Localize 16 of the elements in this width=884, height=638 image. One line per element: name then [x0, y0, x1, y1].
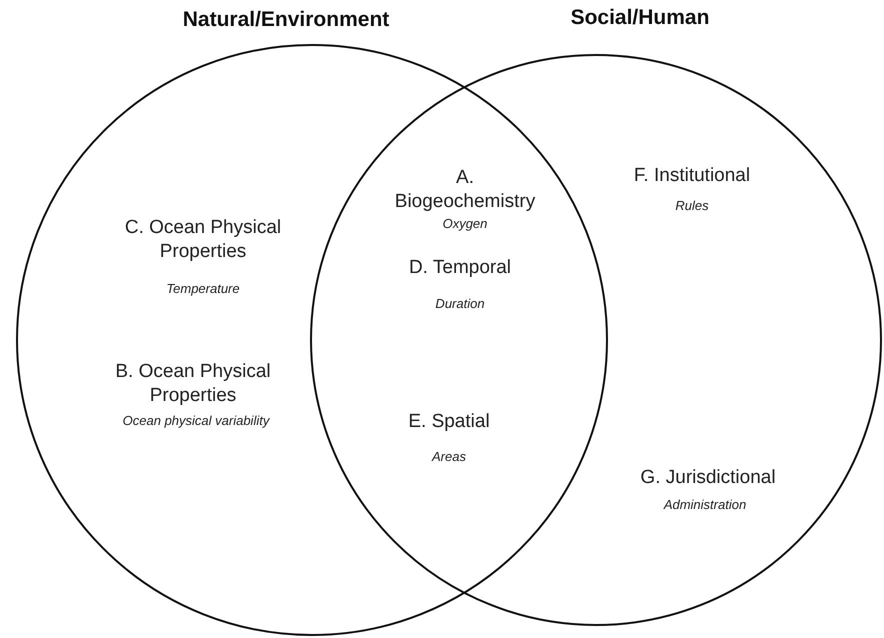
example-text: Ocean physical variability: [122, 413, 270, 430]
category-label: C. Ocean Physical Properties: [124, 216, 282, 264]
category-label: G. Jurisdictional: [640, 466, 776, 490]
example-text: Temperature: [166, 281, 240, 298]
circle-heading: Natural/Environment: [182, 8, 390, 32]
category-label: F. Institutional: [634, 164, 750, 188]
example-text: Rules: [675, 198, 709, 214]
example-text: Oxygen: [442, 216, 488, 232]
category-label: D. Temporal: [408, 256, 512, 280]
example-text: Duration: [435, 296, 485, 312]
example-text: Administration: [664, 497, 746, 514]
circle-heading: Social/Human: [570, 6, 710, 30]
category-label: E. Spatial: [408, 410, 490, 434]
example-text: Areas: [432, 449, 466, 466]
category-label: B. Ocean Physical Properties: [114, 360, 272, 408]
category-label: A. Biogeochemistry: [394, 166, 536, 214]
